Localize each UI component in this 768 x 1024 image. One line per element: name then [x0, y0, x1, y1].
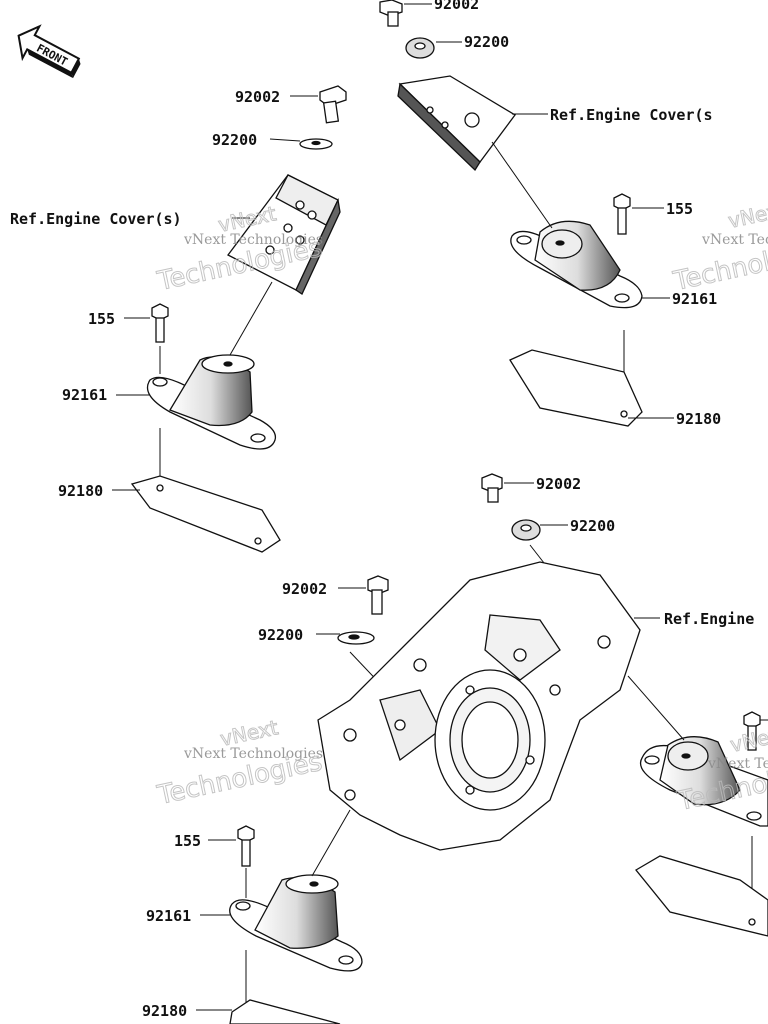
engine-cover-body: [317, 561, 641, 851]
label-ref-engine-cover-right: Ref.Engine Cover(s: [550, 106, 713, 124]
bolt-155-icon: [237, 825, 255, 867]
label-92180-left: 92180: [58, 482, 103, 500]
label-ref-engine-cover-left: Ref.Engine Cover(s): [10, 210, 182, 228]
bolt-icon: [481, 473, 503, 503]
watermark-line2: vNext Technologies: [183, 746, 323, 762]
label-92200-left: 92200: [212, 131, 257, 149]
label-ref-engine-lower: Ref.Engine: [664, 610, 754, 628]
engine-mount-icon: [146, 354, 277, 450]
part-labels: 92002 92200 Ref.Engine Cover(s 155 92161…: [10, 0, 754, 1020]
gasket-plate-icon: [635, 855, 768, 937]
bolt-155-icon: [151, 303, 169, 343]
gasket-plate-icon: [509, 349, 643, 427]
label-92161-left: 92161: [62, 386, 107, 404]
front-arrow-icon: FRONT: [17, 24, 81, 79]
label-155-lower: 155: [174, 832, 201, 850]
watermark-line2: vNext Technologies: [707, 756, 768, 772]
engine-cover-bracket: [227, 174, 341, 295]
gasket-plate-icon: [130, 475, 281, 553]
label-155-left: 155: [88, 310, 115, 328]
bolt-icon: [379, 0, 403, 27]
label-92180-lower: 92180: [142, 1002, 187, 1020]
bolt-icon: [319, 85, 347, 124]
label-92200-top: 92200: [464, 33, 509, 51]
label-92002-top: 92002: [434, 0, 479, 13]
label-92002-mid: 92002: [536, 475, 581, 493]
engine-mount-icon: [510, 220, 643, 309]
label-92200-mid: 92200: [570, 517, 615, 535]
label-92002-left: 92002: [235, 88, 280, 106]
label-92161-lower: 92161: [146, 907, 191, 925]
watermark-line1: vNext: [726, 197, 768, 233]
bolt-155-icon: [613, 193, 631, 235]
engine-cover-bracket: [397, 75, 516, 172]
watermark-lower-left: vNext vNext Technologies Technologies: [154, 715, 326, 812]
engine-mount-icon: [229, 874, 363, 972]
right-upper-assembly: [379, 0, 674, 427]
gasket-plate-icon: [229, 999, 341, 1024]
engine-mount-icon: [640, 736, 768, 827]
bolt-155-icon: [743, 711, 761, 751]
label-92200-lower: 92200: [258, 626, 303, 644]
left-upper-assembly: [112, 85, 347, 553]
lower-assembly: [196, 473, 768, 1024]
watermark-line2: vNext Technologies: [183, 232, 323, 248]
label-92161-right: 92161: [672, 290, 717, 308]
label-92002-lower: 92002: [282, 580, 327, 598]
label-92180-right: 92180: [676, 410, 721, 428]
label-155-right: 155: [666, 200, 693, 218]
watermark-line2: vNext Technologies: [701, 232, 768, 248]
bolt-icon: [367, 575, 389, 615]
